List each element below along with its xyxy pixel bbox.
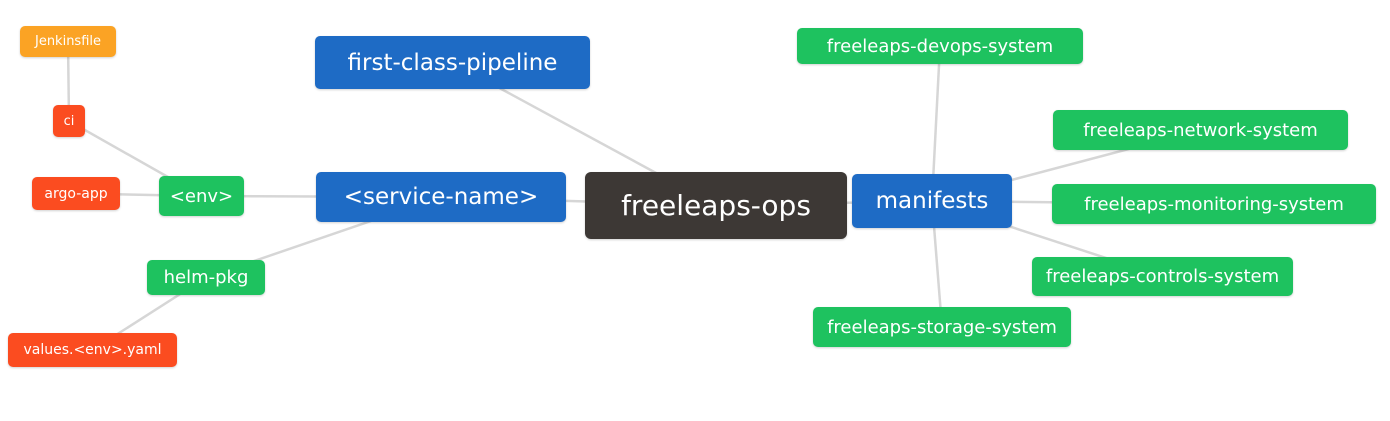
node-freeleaps-controls-system[interactable]: freeleaps-controls-system: [1032, 257, 1293, 296]
node-freeleaps-network-system[interactable]: freeleaps-network-system: [1053, 110, 1348, 150]
node-helm-pkg[interactable]: helm-pkg: [147, 260, 265, 295]
node-manifests[interactable]: manifests: [852, 174, 1012, 228]
node-values-env-yaml[interactable]: values.<env>.yaml: [8, 333, 177, 367]
node-argo-app[interactable]: argo-app: [32, 177, 120, 210]
node-freeleaps-storage-system[interactable]: freeleaps-storage-system: [813, 307, 1071, 347]
node-freeleaps-monitoring-system[interactable]: freeleaps-monitoring-system: [1052, 184, 1376, 224]
node-jenkinsfile[interactable]: Jenkinsfile: [20, 26, 116, 57]
node-first-class-pipeline[interactable]: first-class-pipeline: [315, 36, 590, 89]
node-ci[interactable]: ci: [53, 105, 85, 137]
node-env[interactable]: <env>: [159, 176, 244, 216]
node-service-name[interactable]: <service-name>: [316, 172, 566, 222]
node-freeleaps-devops-system[interactable]: freeleaps-devops-system: [797, 28, 1083, 64]
node-freeleaps-ops[interactable]: freeleaps-ops: [585, 172, 847, 239]
